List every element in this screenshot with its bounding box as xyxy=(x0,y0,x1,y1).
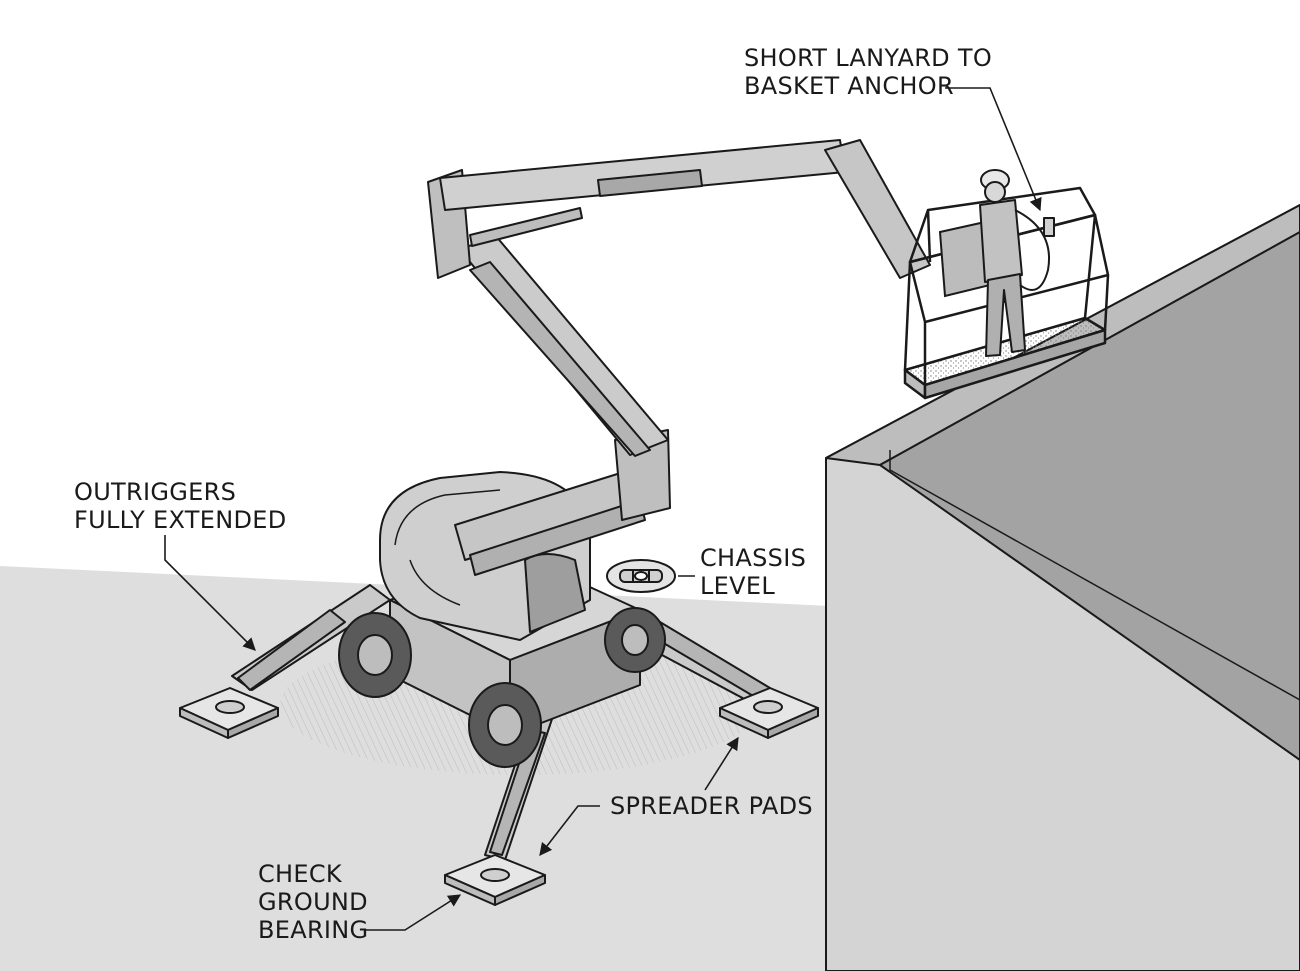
worker xyxy=(979,169,1055,357)
jib-arm xyxy=(824,139,931,279)
callout-line: GROUND xyxy=(258,888,368,916)
callout-line: BEARING xyxy=(258,916,369,944)
lanyard xyxy=(1014,209,1050,291)
callout-line: FULLY EXTENDED xyxy=(74,506,287,534)
level-indicator-icon xyxy=(606,559,676,593)
callout-chassis: CHASSIS LEVEL xyxy=(700,544,806,600)
callout-outriggers: OUTRIGGERS FULLY EXTENDED xyxy=(74,478,287,534)
upper-boom xyxy=(439,139,931,279)
outrigger-legs xyxy=(231,584,781,861)
roof-parapet-inner xyxy=(889,450,1300,701)
worker-head xyxy=(984,181,1006,203)
wheels xyxy=(338,607,666,768)
lower-boom-link xyxy=(469,499,646,576)
callout-line: SHORT LANYARD TO xyxy=(744,44,993,72)
spreader-pads xyxy=(179,687,819,906)
hydraulic-cylinder xyxy=(469,207,583,247)
main-boom xyxy=(427,169,669,457)
leader-outriggers xyxy=(164,535,256,651)
callout-line: SPREADER PADS xyxy=(610,792,813,820)
callout-line: BASKET ANCHOR xyxy=(744,72,954,100)
leader-lines xyxy=(164,87,1042,931)
callout-line: CHASSIS xyxy=(700,544,807,572)
callout-spreader: SPREADER PADS xyxy=(610,792,813,820)
upper-boom-extension xyxy=(597,169,703,197)
callout-lanyard: SHORT LANYARD TO BASKET ANCHOR xyxy=(744,44,992,100)
worker-torso xyxy=(979,199,1023,283)
leader-ground xyxy=(365,894,462,931)
leader-spreader-front xyxy=(539,805,600,857)
leader-spreader-right xyxy=(704,736,739,791)
leader-lanyard xyxy=(945,87,1042,212)
basket-anchor-icon xyxy=(1043,217,1055,237)
callout-line: OUTRIGGERS xyxy=(74,478,237,506)
callout-line: CHECK xyxy=(258,860,342,888)
callout-line: LEVEL xyxy=(700,572,775,600)
callout-ground: CHECK GROUND BEARING xyxy=(258,860,368,944)
building xyxy=(825,204,1300,971)
